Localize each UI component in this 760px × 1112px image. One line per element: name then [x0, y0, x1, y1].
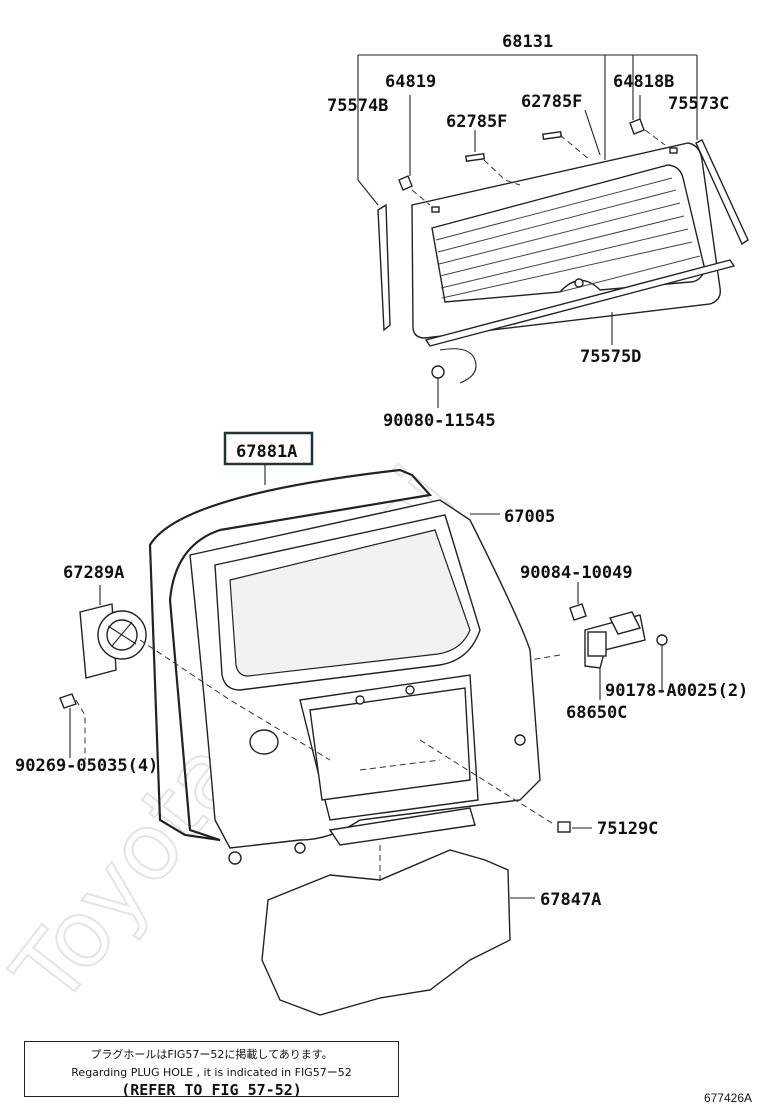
- highlight-box: [223, 431, 314, 466]
- label-62785F-right: 62785F: [521, 92, 582, 112]
- label-68131: 68131: [502, 32, 553, 52]
- cover-67289A: [79, 603, 147, 679]
- weatherstrip-67881A: [148, 468, 433, 842]
- hinge-68650C: [584, 611, 646, 669]
- label-67847A: 67847A: [540, 890, 601, 910]
- label-64819: 64819: [385, 72, 436, 92]
- trim-board-67847A: [261, 849, 511, 1016]
- label-75575D: 75575D: [580, 347, 641, 367]
- figure-code: 677426A: [703, 1091, 752, 1105]
- molding-75573C: [695, 139, 749, 246]
- label-67881A: 67881A: [236, 442, 297, 462]
- reference-note: プラグホールはFIG57ー52に掲載してあります。 Regarding PLUG…: [24, 1041, 399, 1099]
- defogger-wire: [439, 348, 477, 384]
- label-75573C: 75573C: [668, 94, 729, 114]
- bolt-90084: [569, 603, 587, 621]
- label-90178-A0025: 90178-A0025(2): [605, 681, 748, 701]
- fastener-64819: [398, 175, 413, 191]
- clip-62785F-right: [542, 130, 563, 141]
- back-door-panel: [189, 499, 541, 865]
- label-68650C: 68650C: [566, 703, 627, 723]
- label-90084-10049: 90084-10049: [520, 563, 633, 583]
- label-67289A: 67289A: [63, 563, 124, 583]
- molding-75574B: [377, 203, 391, 332]
- note-japanese: プラグホールはFIG57ー52に掲載してあります。: [90, 1048, 333, 1061]
- label-62785F-left: 62785F: [446, 112, 507, 132]
- fastener-64818B: [629, 118, 645, 135]
- label-64818B: 64818B: [613, 72, 674, 92]
- clip-62785F-left: [465, 152, 486, 163]
- screw-90269: [59, 693, 77, 709]
- label-75574B: 75574B: [327, 96, 388, 116]
- label-90080-11545: 90080-11545: [383, 411, 496, 431]
- label-75129C: 75129C: [597, 819, 658, 839]
- defogger-lines: [435, 177, 701, 299]
- note-english: Regarding PLUG HOLE , it is indicated in…: [71, 1066, 352, 1079]
- label-90269-05035: 90269-05035(4): [15, 756, 158, 776]
- plug-75129C: [557, 821, 571, 833]
- note-refer: (REFER TO FIG 57-52): [121, 1081, 302, 1099]
- molding-75575D: [424, 259, 736, 347]
- label-67005: 67005: [504, 507, 555, 527]
- connector-90080: [431, 365, 445, 379]
- nut-90178: [656, 634, 668, 646]
